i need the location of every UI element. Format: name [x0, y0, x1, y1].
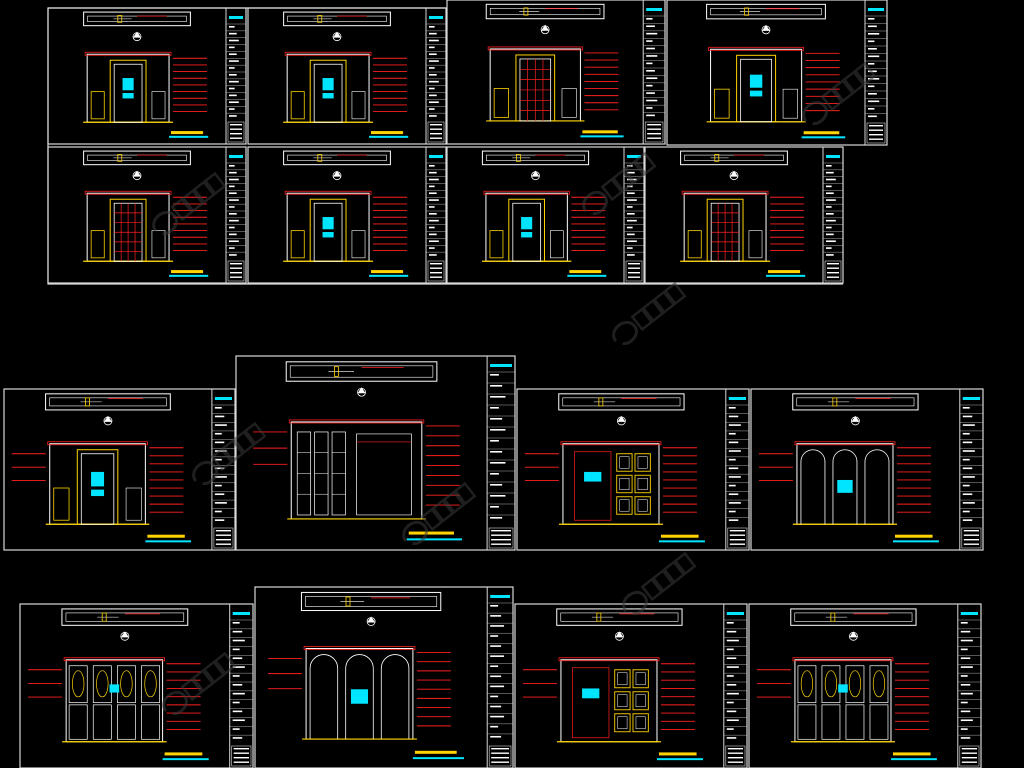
- drawing-sheet: [446, 0, 666, 145]
- watermark-logo: [162, 651, 237, 716]
- drawing-sheet: [247, 7, 447, 145]
- watermark-logo: [192, 421, 267, 486]
- drawing-sheet: [666, 0, 888, 146]
- drawing-sheet: [514, 603, 748, 768]
- drawing-sheet: [47, 146, 247, 284]
- watermark-logo: [402, 481, 477, 546]
- watermark-logo: [612, 281, 687, 346]
- drawing-sheet: [748, 603, 982, 768]
- drawing-sheet: [3, 388, 236, 551]
- drawing-sheet: [446, 146, 645, 284]
- watermark-logo: [582, 151, 657, 216]
- drawing-sheet: [644, 146, 844, 284]
- drawing-sheet: [750, 388, 984, 551]
- drawing-sheet: [235, 355, 516, 551]
- watermark-logo: [622, 551, 697, 616]
- drawing-sheet: [47, 7, 247, 145]
- drawing-sheet: [19, 603, 254, 768]
- watermark-logo: [152, 171, 227, 236]
- drawing-sheet: [516, 388, 750, 551]
- watermark-logo: [802, 61, 877, 126]
- drawing-sheet: [247, 146, 447, 284]
- drawing-sheet: [254, 586, 514, 768]
